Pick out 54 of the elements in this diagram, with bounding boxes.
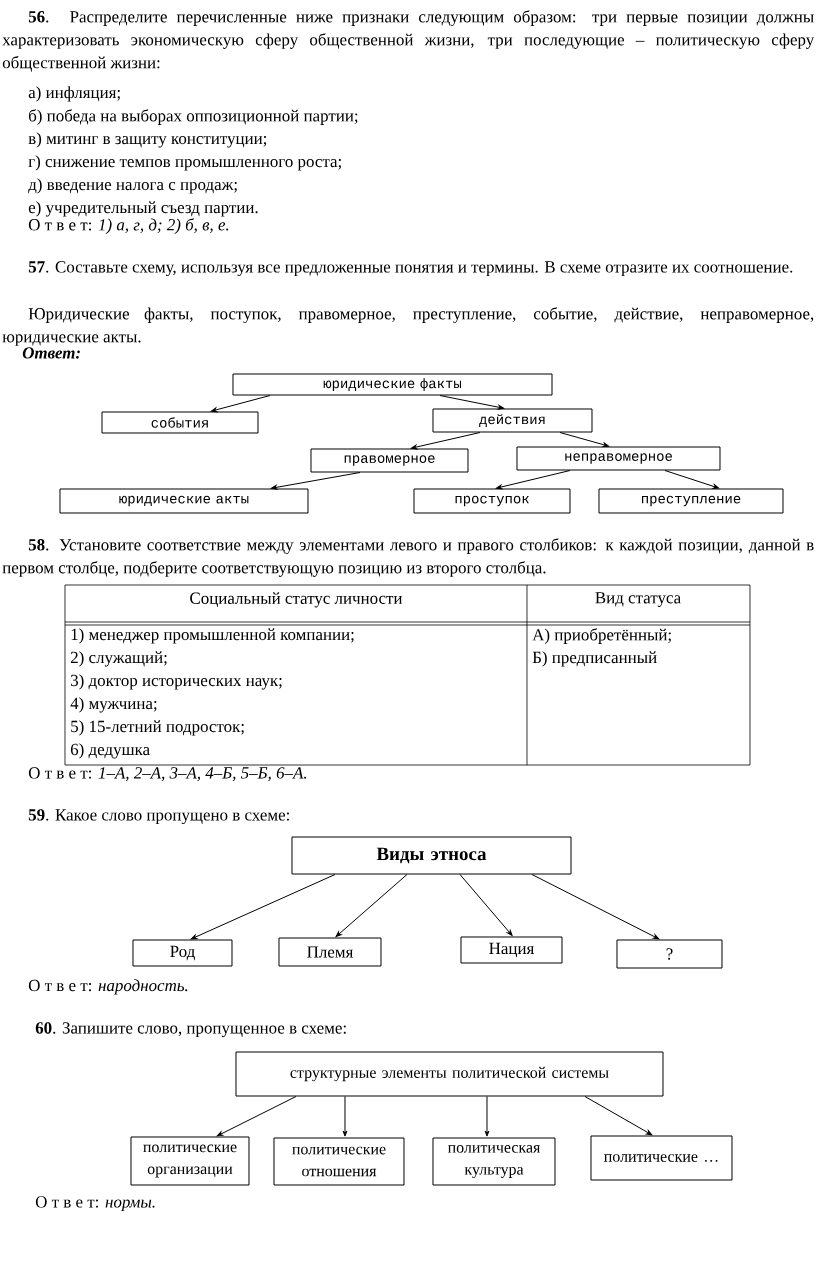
column-heading: Вид статуса (595, 592, 681, 607)
list-item: а) инфляция; (28, 86, 120, 102)
concept-box: неправомерное (516, 446, 721, 471)
list-item: 1) менеджер промышленной компании; (71, 628, 354, 644)
task-text: 56. Распределите перечисленные ниже признаки следующим образом: три первые позиции должны характеризовать экономическую сферу общественной жизни, три последующие – политическую сферу общественной жизни: (2, 10, 815, 72)
concept-box: правомерное (310, 448, 469, 473)
arrow (459, 874, 513, 936)
concept-box: политические организации (130, 1136, 250, 1186)
list-item: б) победа на выборах оппозиционной партии; (29, 109, 358, 125)
column-heading: Социальный статус личности (190, 592, 403, 608)
concept-box: политические отношения (273, 1137, 405, 1186)
concept-box: политическая культура (432, 1137, 556, 1186)
concept-box: Племя (278, 937, 382, 967)
term-list: Юридические факты, поступок, правомерное, преступление, событие, действие, неправомерное, юридические акты. (2, 307, 814, 346)
concept-box: события (101, 411, 259, 434)
list-item: Б) предписанный (532, 651, 657, 667)
list-item: г) снижение темпов промышленного роста; (28, 155, 341, 171)
arrow (335, 874, 408, 938)
answer-text: О т в е т: 1–А, 2–А, 3–А, 4–Б, 5–Б, 6–А. (28, 767, 307, 782)
answer-text: О т в е т: народность. (28, 979, 188, 995)
task-text: 57. Составьте схему, используя все предложенные понятия и термины. В схеме отразите их соотношение. (28, 261, 793, 277)
list-item: 2) служащий; (70, 651, 167, 667)
task-text: 59. Какое слово пропущено в схеме: (28, 809, 289, 825)
list-item: в) митинг в защиту конституции; (28, 132, 267, 148)
concept-box: политические … (590, 1135, 733, 1181)
concept-box: проступок (413, 488, 571, 514)
answer-text: О т в е т: 1) а, г, д; 2) б, в, е. (28, 218, 229, 234)
arrow (190, 874, 336, 940)
concept-box: преступление (598, 488, 784, 514)
list-item: е) учредительный съезд партии. (28, 201, 258, 217)
list-item: д) введение налога с продаж; (28, 178, 237, 194)
arrow (216, 1096, 297, 1137)
concept-box: структурные элементы политической системы (235, 1051, 664, 1097)
task-text: 58. Установите соответствие между элементами левого и правого столбиков: к каждой позиции, данной в первом столбце, подберите соответствующую позицию из второго столбца. (2, 538, 814, 577)
arrow (270, 472, 361, 490)
arrow (484, 1096, 490, 1137)
arrow (531, 874, 660, 940)
list-item: 5) 15-летний подросток; (71, 720, 244, 736)
concept-box: действия (432, 408, 593, 433)
list-item: А) приобретённый; (532, 628, 671, 644)
concept-box: юридические факты (232, 373, 553, 396)
task-text: 60. Запишите слово, пропущенное в схеме: (35, 1022, 346, 1038)
answer-text: О т в е т: нормы. (35, 1196, 155, 1212)
concept-box: юридические акты (59, 488, 309, 514)
concept-box: Род (132, 939, 233, 967)
list-item: 6) дедушка (70, 743, 150, 759)
list-item: 4) мужчина; (70, 697, 157, 713)
arrow (342, 1096, 348, 1137)
arrow (584, 1096, 653, 1136)
answer-heading: Ответ: (22, 347, 80, 359)
concept-box: Виды этноса (291, 836, 572, 875)
list-item: 3) доктор исторических наук; (71, 674, 282, 690)
concept-box: Нация (460, 936, 563, 964)
concept-box: ? (616, 939, 723, 969)
